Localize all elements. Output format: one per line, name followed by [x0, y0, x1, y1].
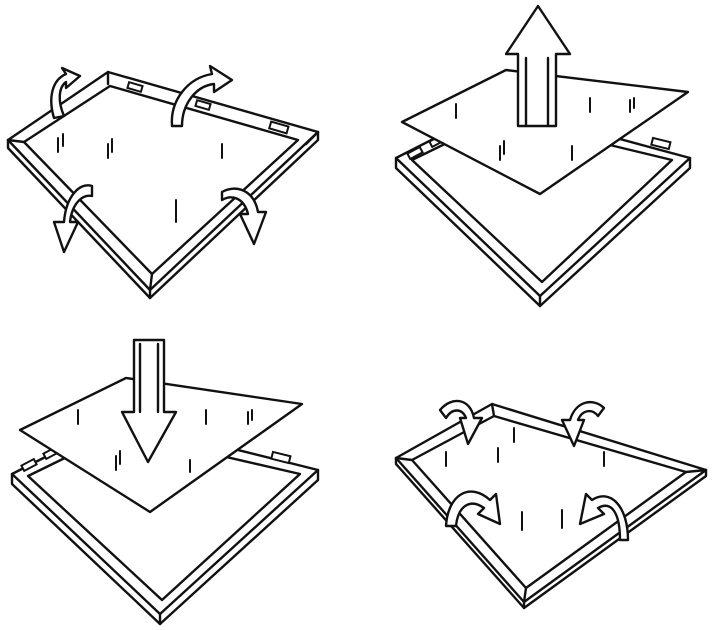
arrow-up-icon	[504, 4, 572, 128]
panel-3-insert-sheet	[10, 338, 320, 626]
panel-2-lift-sheet	[394, 4, 692, 308]
frame-tray	[394, 402, 708, 610]
curved-arrows-outward-icon	[50, 64, 268, 254]
frame-clips	[126, 80, 290, 135]
arrow-down-icon	[120, 338, 178, 464]
curved-arrows-inward-icon	[438, 399, 630, 542]
frame-tray	[6, 70, 320, 300]
panel-1-open-frame	[6, 64, 320, 300]
acrylic-sheet	[18, 376, 304, 514]
panel-4-close-frame	[394, 399, 708, 610]
glass-glint	[57, 133, 223, 223]
glass-glint	[445, 427, 605, 531]
acrylic-sheet	[400, 68, 690, 196]
